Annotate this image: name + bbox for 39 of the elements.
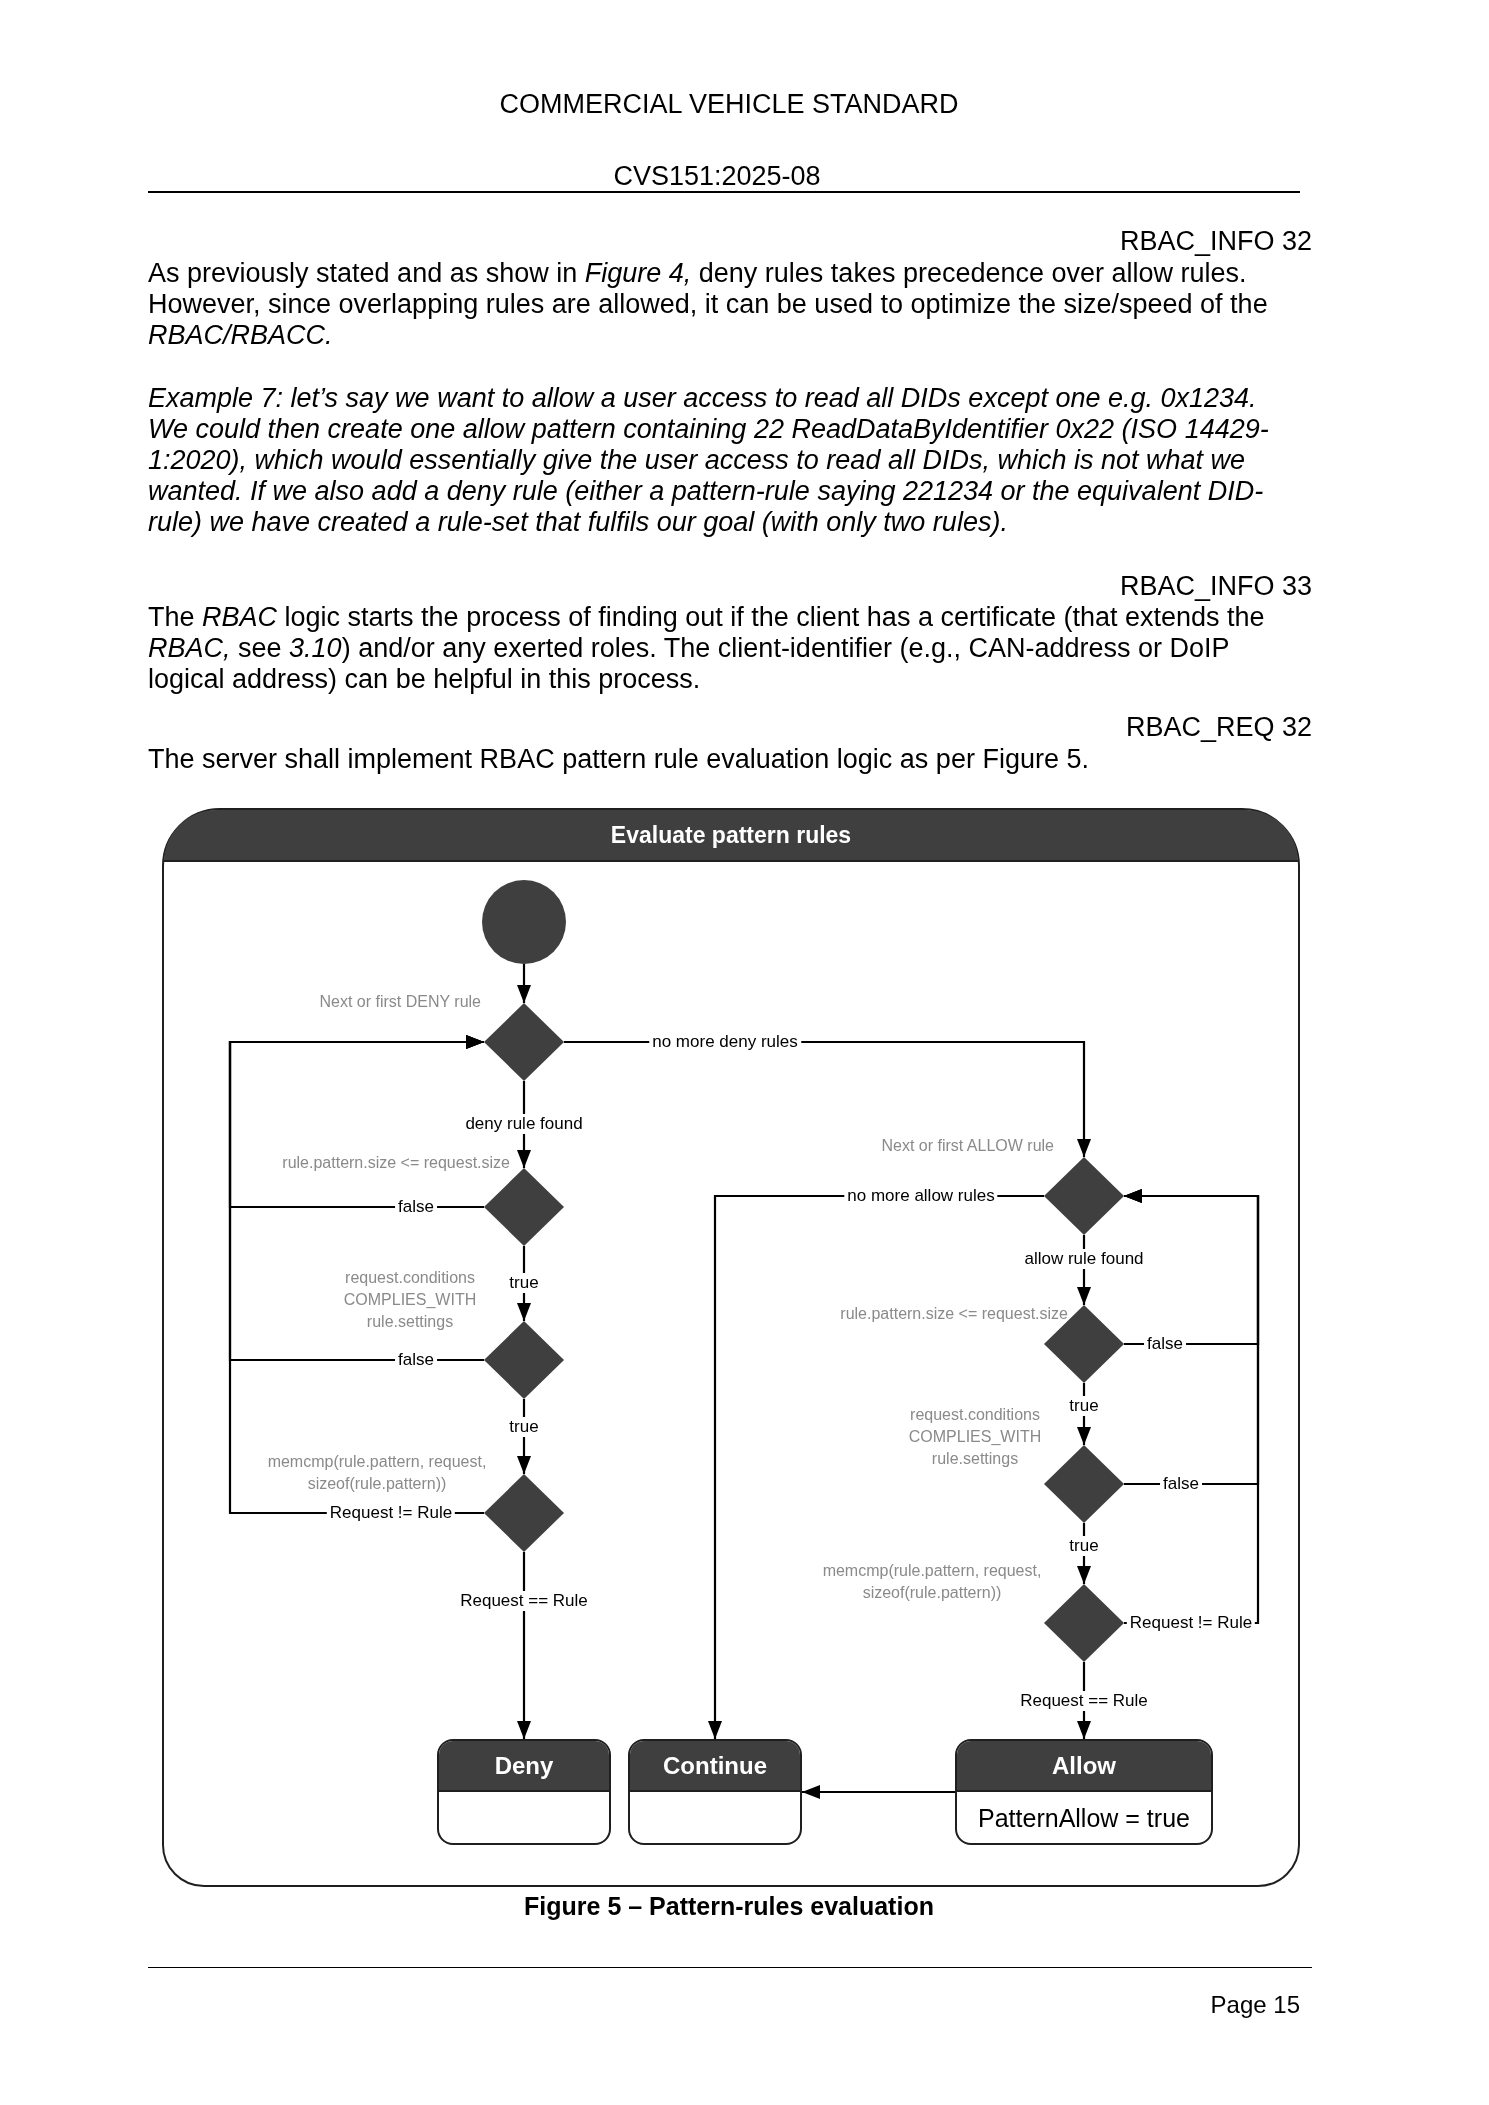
- state-box: [437, 1739, 611, 1845]
- edge-label: Request != Rule: [1126, 1613, 1256, 1633]
- body-paragraph: The server shall implement RBAC pattern rule evaluation logic as per Figure 5.: [148, 744, 1090, 775]
- state-title: Deny: [439, 1741, 609, 1792]
- page-number: Page 15: [1210, 1991, 1300, 2019]
- state-box: [628, 1739, 802, 1845]
- arrow: [517, 964, 531, 1003]
- arrow: [802, 1785, 955, 1799]
- body-paragraph: As previously stated and as show in Figure 4, deny rules takes precedence over allow rules. However, since overlapping rules are allowed, it can be used to optimize the size/speed of the RBAC/RBACC.: [148, 258, 1269, 351]
- edge-label: no more deny rules: [649, 1032, 801, 1052]
- condition-label: request.conditions COMPLIES_WITH rule.settings: [907, 1405, 1043, 1469]
- requirement-id: RBAC_REQ 32: [1125, 712, 1312, 743]
- decision-diamond: [484, 1321, 564, 1399]
- decision-diamond: [1044, 1584, 1124, 1662]
- requirement-id: RBAC_INFO 32: [1119, 226, 1312, 257]
- condition-label: memcmp(rule.pattern, request, sizeof(rule.pattern)): [266, 1452, 488, 1494]
- edge-label: Request != Rule: [326, 1503, 456, 1523]
- condition-label: rule.pattern.size <= request.size: [840, 1304, 1068, 1324]
- arrow: [517, 1552, 531, 1739]
- state-title: Allow: [957, 1741, 1211, 1792]
- page-header: COMMERCIAL VEHICLE STANDARD: [499, 89, 959, 120]
- decision-diamond: [484, 1474, 564, 1552]
- body-paragraph: The RBAC logic starts the process of finding out if the client has a certificate (that extends the RBAC, see 3.10) and/or any exerted roles. The client-identifier (e.g., CAN-address or DoIP logical address) can be helpful in this process.: [148, 602, 1266, 695]
- state-action: PatternAllow = true: [978, 1802, 1190, 1833]
- condition-label: request.conditions COMPLIES_WITH rule.settings: [342, 1268, 478, 1332]
- decision-diamond: [1044, 1157, 1124, 1235]
- state-title: Continue: [630, 1741, 800, 1792]
- figure-caption: Figure 5 – Pattern-rules evaluation: [524, 1892, 934, 1921]
- document-number: CVS151:2025-08: [613, 161, 821, 192]
- condition-label: memcmp(rule.pattern, request, sizeof(rule.pattern)): [821, 1561, 1043, 1603]
- example-paragraph: Example 7: let’s say we want to allow a user access to read all DIDs except one e.g. 0x1234. We could then create one allow pattern containing 22 ReadDataByIdentifier 0x22 (ISO 14429-1:2020), which would essentially give the user access to read all DIDs, which is not what we wanted. If we also add a deny rule (either a pattern-rule saying 221234 or the equivalent DID-rule) we have created a rule-set that fulfils our goal (with only two rules).: [148, 383, 1270, 538]
- condition-label: Next or first ALLOW rule: [881, 1136, 1054, 1156]
- frame-title: Evaluate pattern rules: [164, 810, 1298, 862]
- condition-label: Next or first DENY rule: [319, 992, 481, 1012]
- condition-label: rule.pattern.size <= request.size: [282, 1153, 510, 1173]
- requirement-id: RBAC_INFO 33: [1119, 571, 1312, 602]
- decision-diamond: [1044, 1445, 1124, 1523]
- state-box: [955, 1739, 1213, 1845]
- decision-diamond: [484, 1003, 564, 1081]
